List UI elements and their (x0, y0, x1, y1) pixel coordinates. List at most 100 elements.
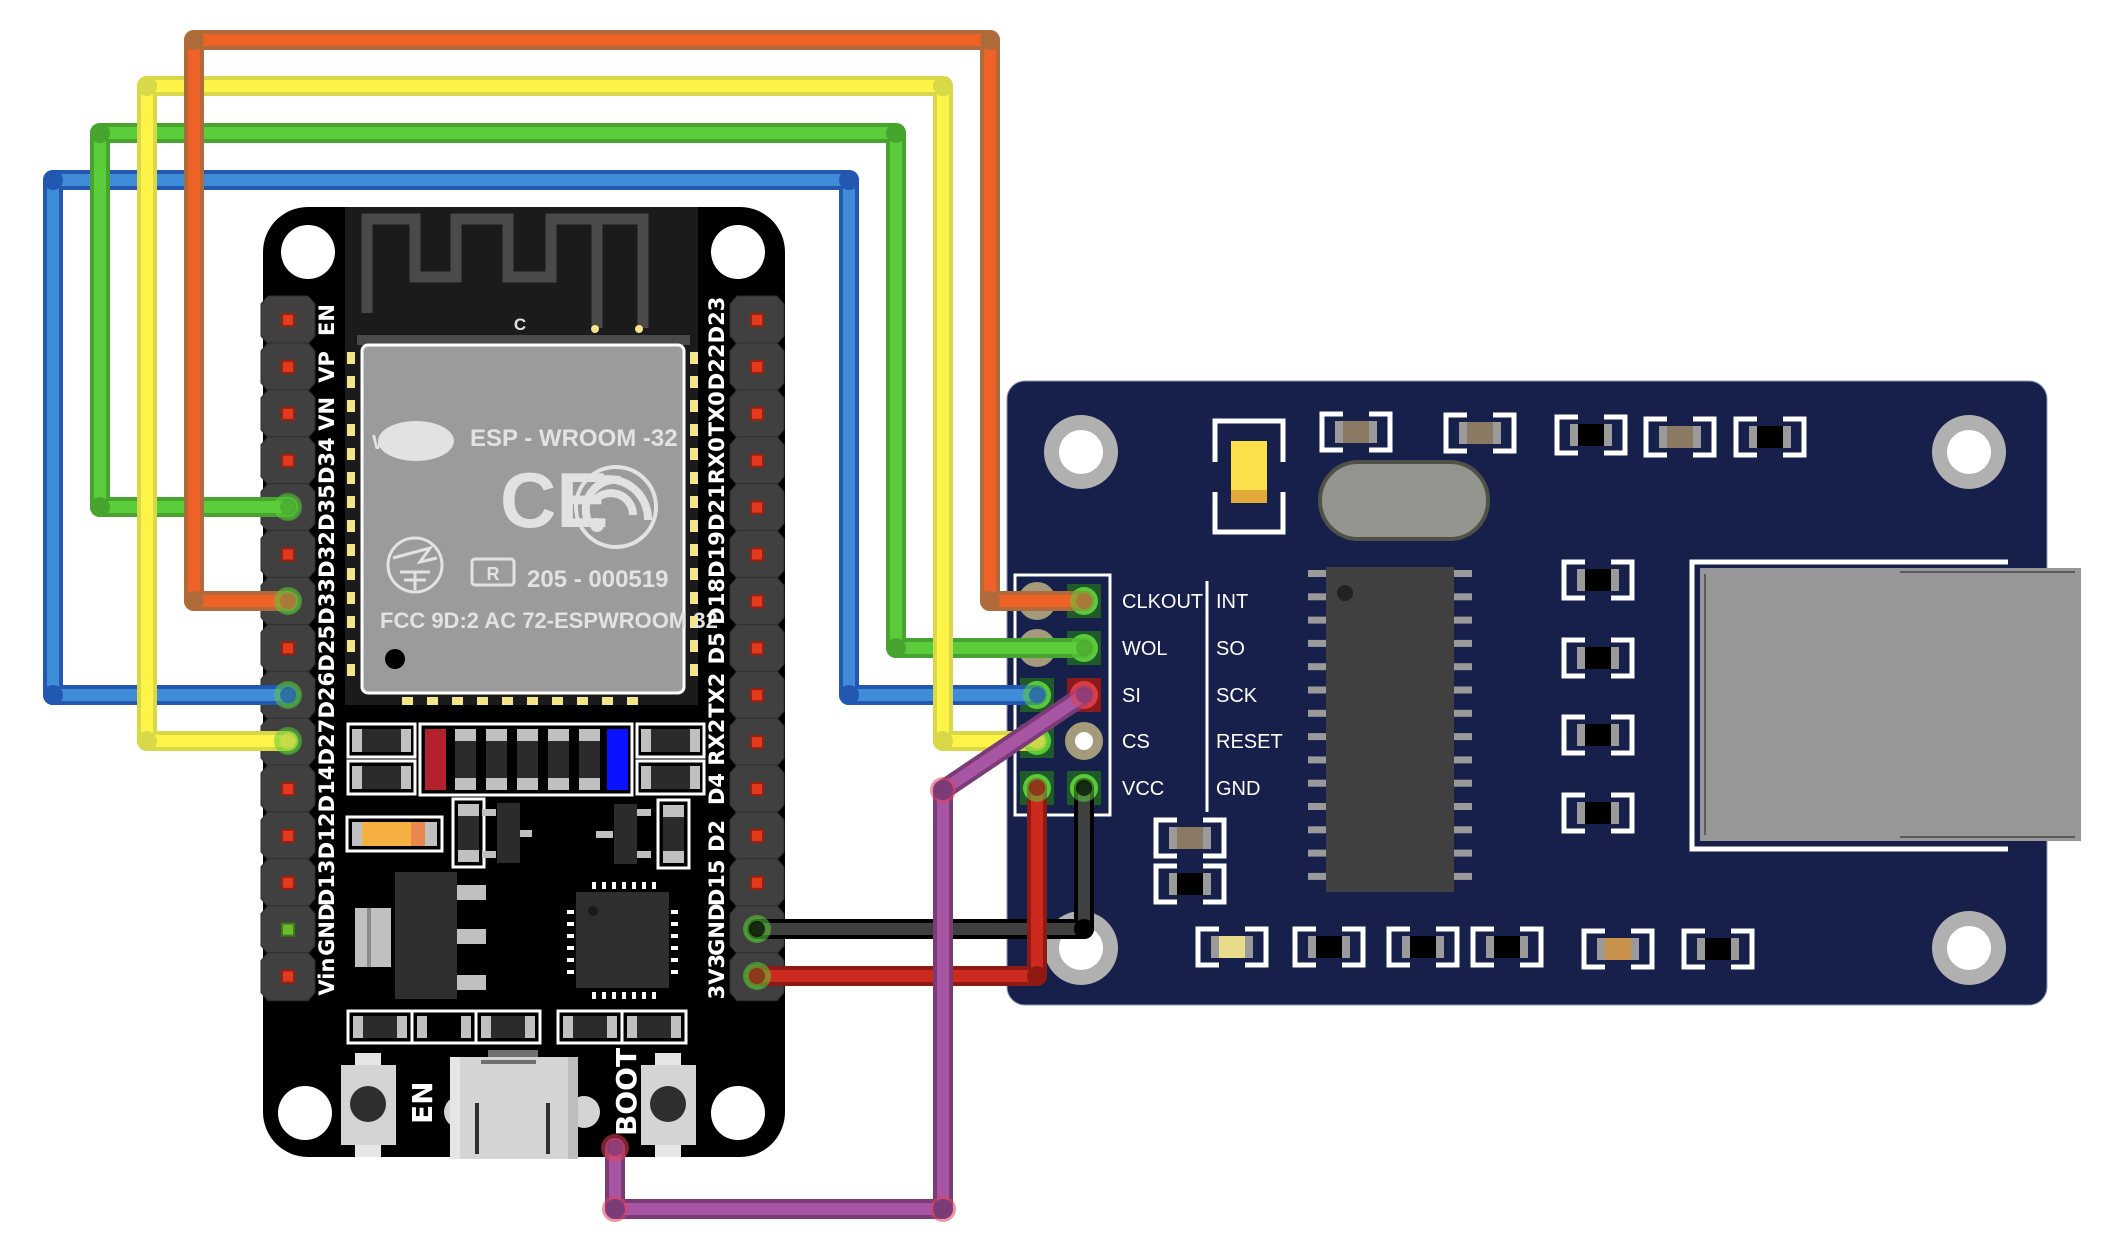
esp32-pin-right-d21[interactable] (729, 483, 785, 533)
castellation-pad (690, 544, 698, 556)
wire-endpoint-core (1076, 780, 1092, 796)
wire-black[interactable] (743, 774, 1098, 943)
wire-bendpoint[interactable] (43, 170, 63, 190)
mounting-hole-icon (711, 225, 765, 279)
wire-bendpoint[interactable] (980, 591, 1000, 611)
wire-bendpoint[interactable] (933, 76, 953, 96)
esp32-pin-left-d12[interactable] (260, 811, 316, 861)
wire-bendpoint[interactable] (605, 1199, 625, 1219)
esp32-pin-right-tx2[interactable] (729, 670, 785, 720)
pin-label: RX0 (705, 437, 729, 484)
antenna-pad (591, 325, 599, 333)
wire-bendpoint[interactable] (90, 123, 110, 143)
right-pin-header (729, 295, 785, 1002)
tantalum-capacitor-icon (1212, 418, 1286, 535)
pin-label: D4 (705, 773, 729, 805)
telec-mark-icon (386, 536, 444, 594)
esp32-pin-left-d25[interactable] (260, 623, 316, 673)
boot-button[interactable] (641, 1053, 696, 1157)
smd-component-icon (1561, 714, 1635, 756)
boot-label: BOOT (610, 1048, 643, 1136)
wire-bendpoint[interactable] (184, 30, 204, 50)
enc-label-wol: WOL (1122, 638, 1168, 660)
wire-blue[interactable] (43, 170, 1051, 709)
usb-uart-chip-icon (567, 882, 678, 999)
wire-yellow[interactable] (137, 76, 1051, 755)
esp32-pin-left-d34[interactable] (260, 436, 316, 486)
pin-label: GND (705, 904, 729, 956)
esp32-pin-right-rx2[interactable] (729, 717, 785, 767)
wire-bendpoint[interactable] (90, 497, 110, 517)
enc-label-so: SO (1216, 638, 1245, 660)
wire-bendpoint[interactable] (933, 1199, 953, 1219)
castellation-pad (690, 664, 698, 676)
pin-label: D13 (315, 859, 339, 906)
micro-usb-port[interactable] (444, 1050, 600, 1159)
castellation-pad (690, 496, 698, 508)
castellation-pad (427, 697, 438, 705)
esp32-pin-left-en[interactable] (260, 295, 316, 345)
esp32-pin-right-d23[interactable] (729, 295, 785, 345)
esp32-pin-left-d32[interactable] (260, 530, 316, 579)
wire-bendpoint[interactable] (839, 170, 859, 190)
pin-label: D23 (705, 297, 729, 344)
esp32-pin-right-d4[interactable] (729, 764, 785, 814)
castellation-pad (627, 697, 638, 705)
pin-label: D32 (315, 531, 339, 578)
pin-label: VP (315, 351, 339, 383)
castellation-pad (690, 520, 698, 532)
wire-red[interactable] (743, 774, 1051, 990)
wire-bendpoint[interactable] (1074, 919, 1094, 939)
esp32-pin-left-vin[interactable] (260, 952, 316, 1002)
esp32-pin-left-d13[interactable] (260, 858, 316, 908)
enc28j60-chip-icon (1308, 567, 1472, 892)
wire-bendpoint[interactable] (184, 591, 204, 611)
smd-row-top (346, 722, 706, 797)
esp32-pin-right-d22[interactable] (729, 342, 785, 392)
wire-bendpoint[interactable] (1027, 966, 1047, 986)
esp32-pin-right-d19[interactable] (729, 530, 785, 579)
smd-component-icon (1561, 792, 1635, 834)
wire-bendpoint[interactable] (137, 76, 157, 96)
wire-green[interactable] (90, 123, 1098, 662)
wire-endpoint-core (749, 968, 765, 984)
en-button[interactable] (341, 1053, 396, 1157)
pin1-dot (385, 649, 405, 669)
castellation-pad (690, 472, 698, 484)
wire-purple[interactable] (601, 681, 1098, 1222)
enc-pin-reset[interactable] (1065, 722, 1103, 760)
pin-label: D12 (315, 813, 339, 860)
module-castellations (347, 352, 698, 676)
wire-bendpoint[interactable] (839, 685, 859, 705)
castellation-pad (690, 400, 698, 412)
smd-component-icon (1443, 412, 1517, 454)
esp32-pin-right-d15[interactable] (729, 858, 785, 908)
wire-bendpoint[interactable] (886, 638, 906, 658)
wire-bendpoint[interactable] (886, 123, 906, 143)
smd-component-icon (1153, 817, 1227, 859)
esp32-pin-right-rx0[interactable] (729, 436, 785, 486)
enc-label-clkout: CLKOUT (1122, 591, 1203, 613)
smd-component-icon (1470, 926, 1544, 968)
wire-orange[interactable] (184, 30, 1098, 615)
wire-bendpoint[interactable] (933, 731, 953, 751)
esp32-pin-left-d14[interactable] (260, 764, 316, 814)
wire-bendpoint[interactable] (137, 731, 157, 751)
esp32-pin-left-vn[interactable] (260, 389, 316, 439)
wire-bendpoint[interactable] (980, 30, 1000, 50)
esp32-pin-left-vp[interactable] (260, 342, 316, 392)
enc-label-reset: RESET (1216, 731, 1283, 753)
smd-row-middle (345, 797, 691, 870)
esp32-pin-right-d2[interactable] (729, 811, 785, 861)
wire-bendpoint[interactable] (43, 685, 63, 705)
module-edge (357, 335, 690, 345)
esp32-pin-right-d5[interactable] (729, 623, 785, 673)
esp32-pin-left-gnd[interactable] (260, 905, 316, 955)
esp32-pin-right-d18[interactable] (729, 576, 785, 626)
espressif-logo-icon (574, 465, 658, 549)
esp32-pin-right-tx0[interactable] (729, 389, 785, 439)
voltage-regulator-icon (355, 872, 486, 999)
castellation-pad (690, 352, 698, 364)
wire-bendpoint[interactable] (933, 780, 953, 800)
